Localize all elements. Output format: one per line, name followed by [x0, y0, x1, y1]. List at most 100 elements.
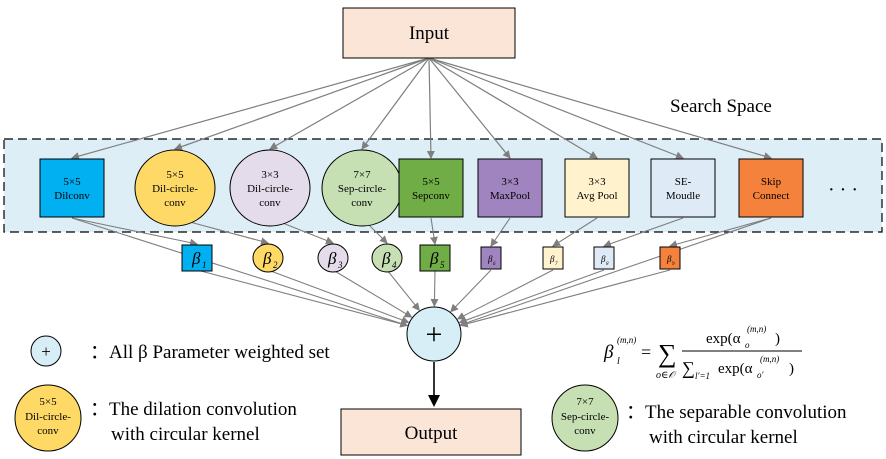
- beta-shape: [252, 243, 284, 273]
- legend-sep-circle: [551, 384, 619, 452]
- beta-shape: [317, 243, 349, 273]
- beta-node-8: β8: [593, 246, 615, 270]
- op-to-sum-arrow: [459, 217, 772, 327]
- formula-num-sub: o: [745, 340, 750, 350]
- op-shape: [650, 158, 716, 218]
- beta-subscript: 5: [440, 260, 445, 270]
- op-to-beta-arrow: [669, 217, 772, 248]
- beta-subscript: 4: [392, 260, 397, 270]
- beta-to-sum-arrow: [386, 269, 420, 311]
- beta-node-9: β9: [659, 246, 681, 270]
- beta-symbol: β: [666, 254, 672, 264]
- formula-equals: =: [641, 342, 651, 362]
- op-label-line: SE-: [675, 176, 692, 188]
- op-to-beta-arrows: [71, 217, 772, 248]
- formula-sum: ∑: [658, 339, 677, 368]
- op-label-line: Dil-circle-: [152, 183, 198, 195]
- input-arrow: [71, 57, 430, 160]
- beta-to-sum-arrow: [456, 269, 554, 320]
- op-label-line: 3×3: [501, 176, 519, 188]
- beta-shape: [181, 244, 213, 272]
- op-shape: [134, 149, 216, 227]
- input-box: [342, 7, 516, 59]
- legend-sep-line3: conv: [574, 425, 596, 437]
- beta-to-sum-arrow: [458, 269, 605, 324]
- op-label-line: MaxPool: [490, 190, 530, 202]
- input-arrow: [428, 57, 598, 159]
- op-label-line: 3×3: [261, 169, 279, 181]
- op-shape: [738, 158, 804, 218]
- op-shape: [398, 158, 464, 218]
- output-box: [340, 408, 522, 456]
- search-space-label: Search Space: [670, 96, 772, 117]
- formula-num-sup: (m,n): [747, 324, 766, 334]
- beta-subscript: 9: [672, 262, 675, 267]
- op-label-line: 5×5: [422, 176, 440, 188]
- legend-plus-circle: [30, 335, 62, 367]
- output-label: Output: [405, 423, 459, 444]
- formula-den-sub: l′=1: [695, 371, 710, 381]
- legend-sep-text1: ：The separable convolution: [626, 402, 847, 423]
- op-label-line: Connect: [753, 190, 790, 202]
- op-shape: [229, 149, 311, 227]
- beta-shape: [659, 246, 681, 270]
- beta-symbol: β: [262, 249, 272, 268]
- op-label-line: Moudle: [666, 190, 700, 202]
- formula-den-exp: exp(α: [718, 361, 753, 377]
- input-arrow: [269, 57, 430, 150]
- op-label-line: 7×7: [353, 169, 371, 181]
- beta-subscript: 7: [555, 262, 558, 267]
- op-label-line: Avg Pool: [576, 190, 617, 202]
- beta-to-sum-arrow: [430, 269, 439, 308]
- input-arrows: [71, 57, 772, 160]
- beta-to-sum-arrow: [196, 269, 409, 328]
- input-arrow: [428, 57, 511, 159]
- op-to-beta-arrow: [552, 217, 598, 247]
- input-label: Input: [409, 23, 450, 44]
- beta-subscript: 8: [606, 262, 609, 267]
- legend-sep-line1: 7×7: [576, 396, 594, 408]
- beta-symbol: β: [600, 254, 606, 264]
- op-label-line: Dil-circle-: [247, 183, 293, 195]
- beta-symbol: β: [327, 249, 337, 268]
- op-shape: [477, 158, 543, 218]
- formula-lhs-sub: l: [617, 356, 620, 367]
- legend-sep-line2: Sep-circle-: [561, 411, 610, 423]
- op-label-line: Sep-circle-: [338, 183, 387, 195]
- formula-den-esup: (m,n): [760, 354, 779, 364]
- formula-sum-sub: o∈𝒪: [656, 370, 677, 381]
- op-to-sum-arrow: [71, 217, 409, 328]
- op-label-line: conv: [259, 197, 281, 209]
- softmax-formula: β (m,n) l = ∑ o∈𝒪 exp(α o (m,n) ) ∑ l′=1…: [603, 324, 802, 381]
- beta-shape: [480, 246, 502, 270]
- beta-to-sum-arrow: [450, 269, 492, 313]
- op-to-beta-arrow: [603, 217, 684, 248]
- op-label-line: Sepconv: [412, 190, 450, 202]
- op-shape: [39, 158, 105, 218]
- op-label-line: 5×5: [63, 176, 81, 188]
- legend-dil-circle: [14, 384, 82, 452]
- op-label-line: conv: [351, 197, 373, 209]
- beta-node-7: β7: [542, 246, 564, 270]
- beta-to-sum-arrows: [71, 217, 772, 328]
- formula-lhs: β: [603, 342, 614, 363]
- op-label-line: conv: [164, 197, 186, 209]
- beta-symbol: β: [191, 249, 201, 268]
- beta-symbol: β: [487, 254, 493, 264]
- legend-dil-line2: Dil-circle-: [25, 411, 71, 423]
- beta-node-6: β6: [480, 246, 502, 270]
- legend-dil-text2: with circular kernel: [111, 424, 260, 445]
- formula-numerator: exp(α: [706, 331, 741, 347]
